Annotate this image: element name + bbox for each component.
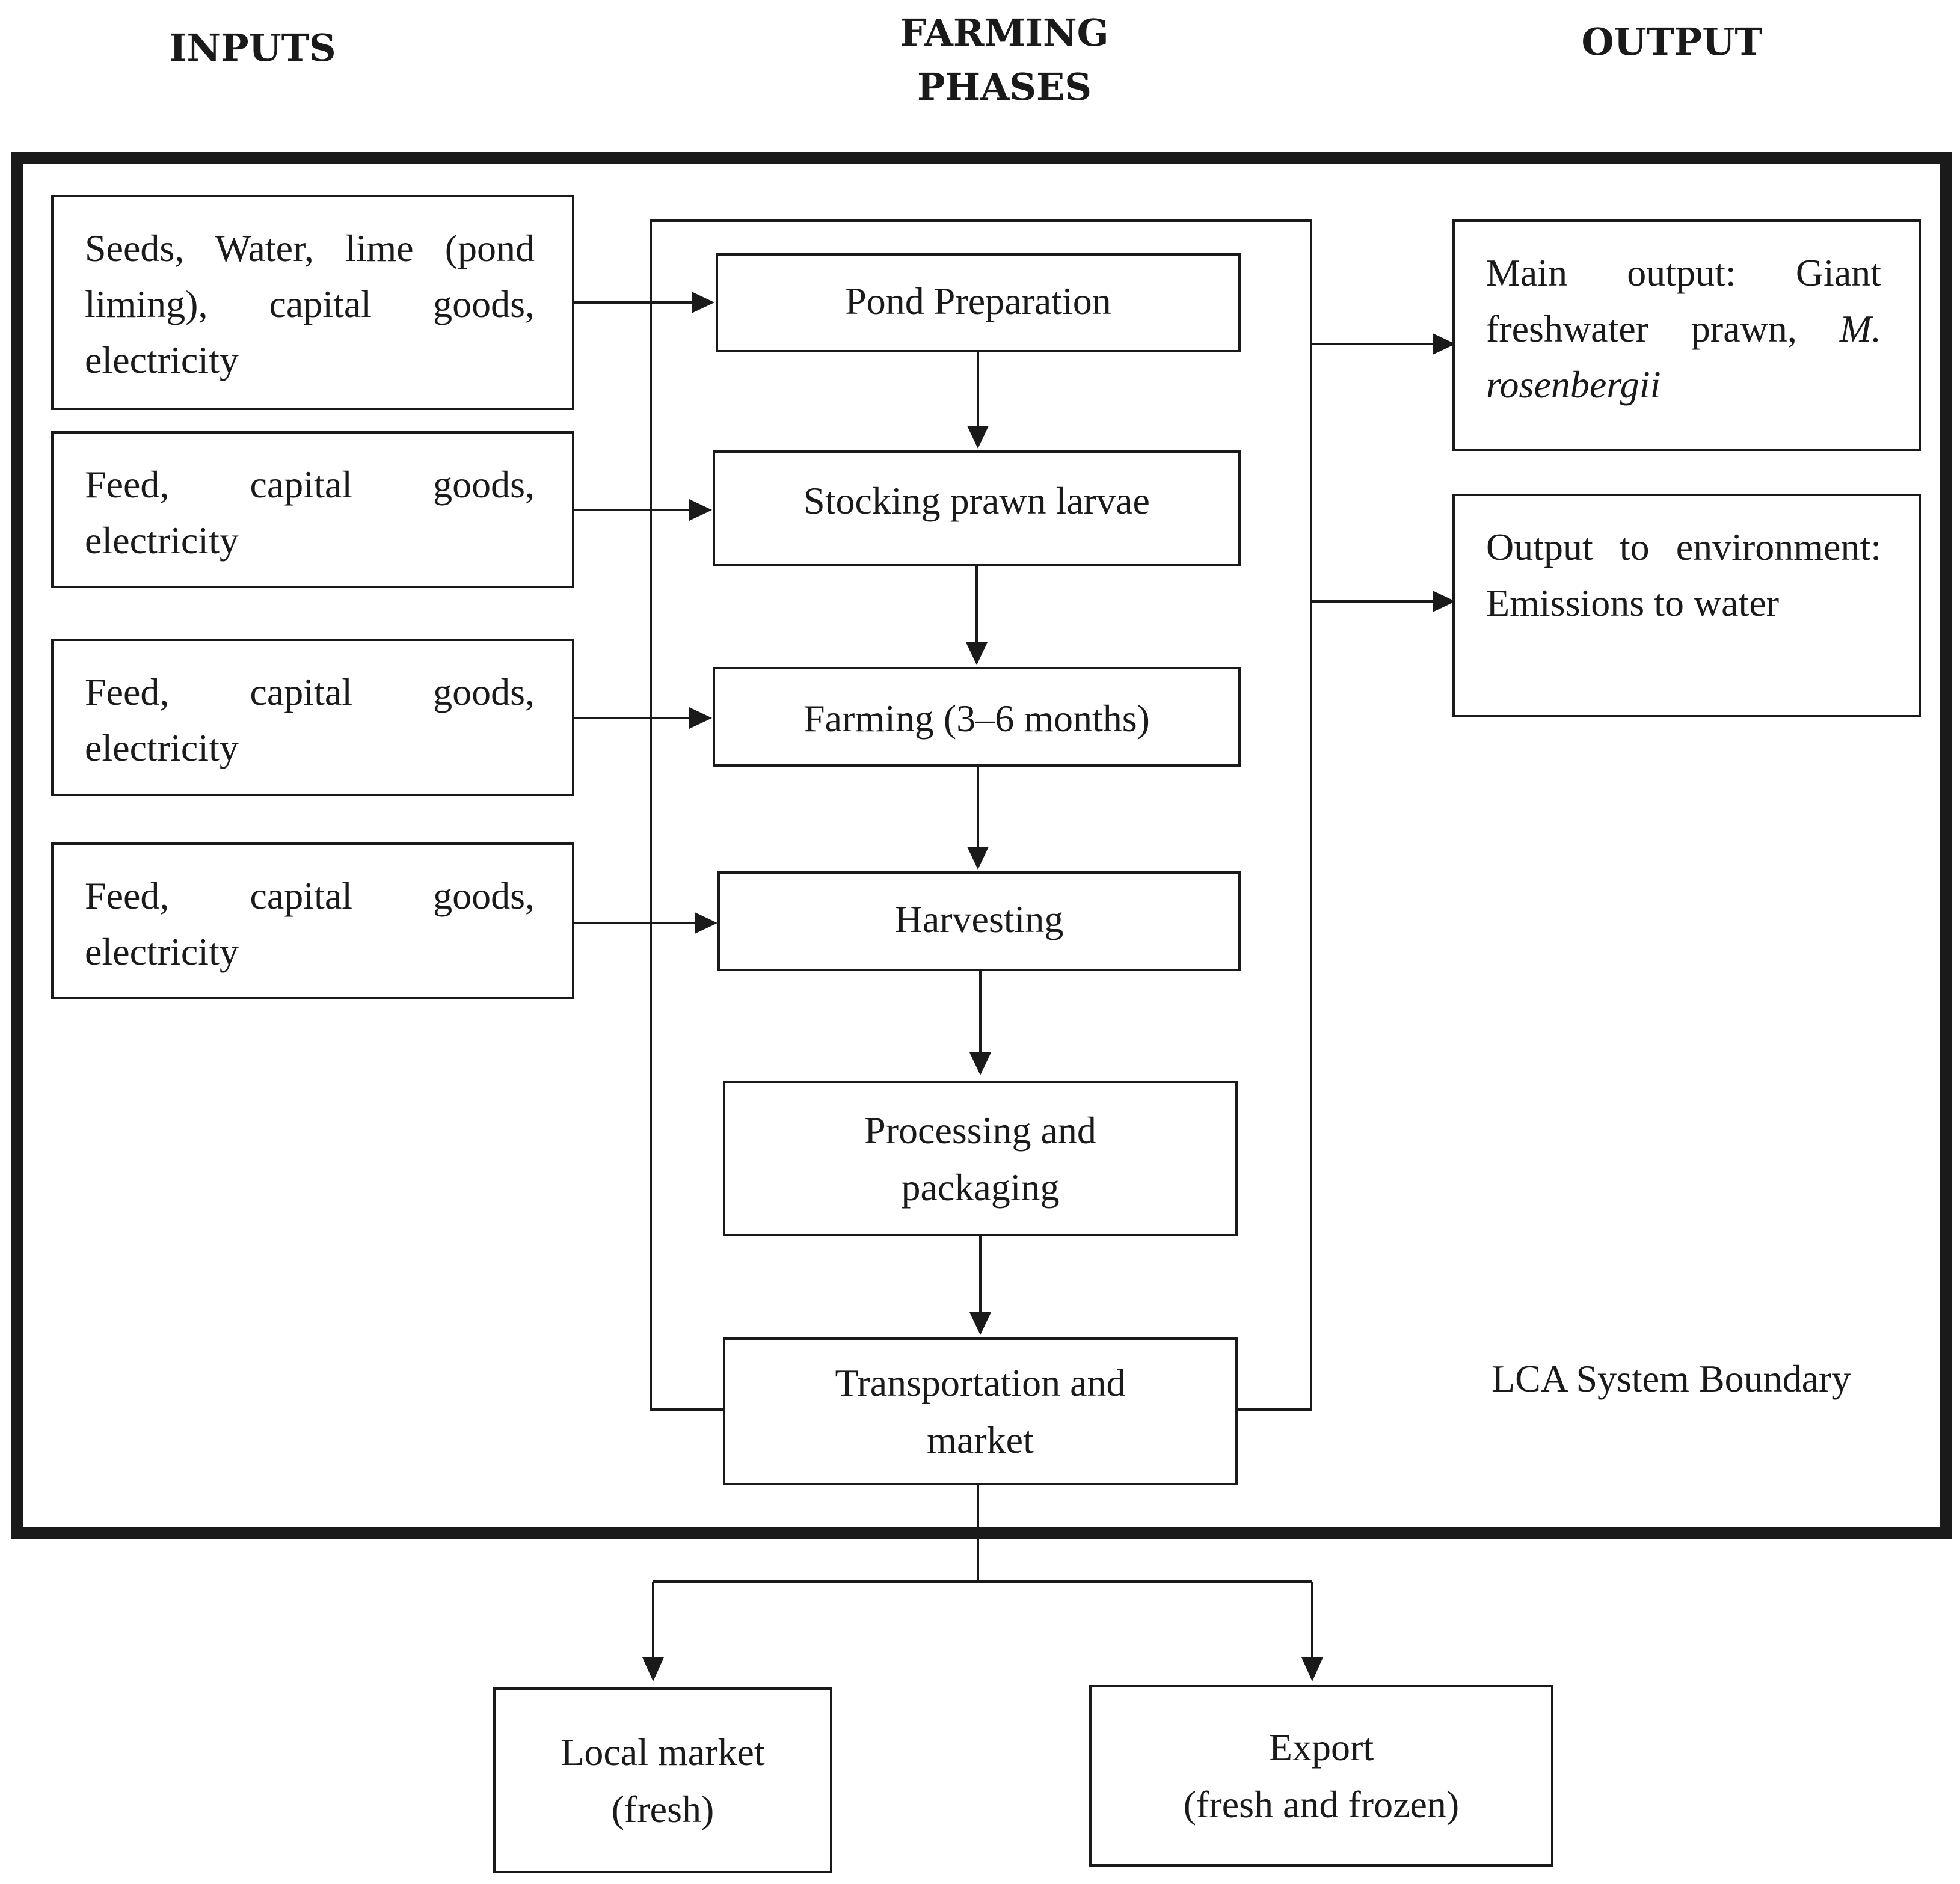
output-box-environment: Output to environment: Emissions to wate… (1452, 494, 1921, 717)
arrowhead (695, 912, 717, 934)
input-box-harvesting: Feed, capital goods, electricity (51, 842, 574, 999)
header-farming-phases-line-2: PHASES (917, 65, 1092, 109)
lca-boundary-label: LCA System Boundary (1492, 1357, 1851, 1400)
header-output: OUTPUT (1581, 20, 1763, 64)
phase-harvesting: Harvesting (717, 871, 1241, 971)
arrowhead (967, 847, 989, 870)
arrowhead (1301, 1657, 1323, 1681)
header-farming-phases: FARMING PHASES (848, 6, 1161, 114)
header-inputs: INPUTS (169, 26, 336, 70)
phase-transportation-label: Transportation and market (835, 1361, 1126, 1461)
arrowhead (642, 1657, 664, 1681)
phase-farming: Farming (3–6 months) (713, 667, 1241, 767)
market-export: Export (fresh and frozen) (1089, 1685, 1553, 1867)
arrowhead (1433, 333, 1455, 355)
phase-harvesting-label: Harvesting (894, 898, 1064, 940)
market-local-line-2: (fresh) (611, 1787, 714, 1830)
arrowhead (692, 292, 714, 313)
arrowhead (689, 499, 712, 521)
market-split-connector (653, 1485, 1312, 1583)
phase-transportation-and-market: Transportation and market (723, 1337, 1238, 1485)
phase-pond-preparation: Pond Preparation (716, 253, 1241, 352)
arrowhead (969, 1312, 991, 1335)
arrowhead (966, 642, 988, 665)
output-main-species: M. rosenbergii (1486, 307, 1881, 406)
arrowhead (969, 1052, 991, 1075)
market-export-line-2: (fresh and frozen) (1183, 1783, 1460, 1826)
input-box-farming: Feed, capital goods, electricity (51, 639, 574, 796)
lca-system-boundary (11, 152, 1952, 1539)
input-box-pond-preparation: Seeds, Water, lime (pond liming), capita… (51, 195, 574, 410)
header-farming-phases-line-1: FARMING (900, 11, 1109, 55)
market-local-line-1: Local market (561, 1730, 765, 1773)
market-export-line-1: Export (1268, 1726, 1374, 1769)
arrowhead (967, 426, 989, 449)
phase-stocking-label: Stocking prawn larvae (803, 479, 1150, 522)
output-box-main: Main output: Giant freshwater prawn, M. … (1452, 219, 1921, 451)
arrowhead (689, 707, 712, 729)
market-local: Local market (fresh) (493, 1687, 832, 1873)
phases-frame (650, 219, 1312, 1411)
phase-stocking-prawn-larvae: Stocking prawn larvae (713, 450, 1241, 566)
phase-processing-label: Processing and packaging (864, 1108, 1096, 1209)
input-box-stocking: Feed, capital goods, electricity (51, 431, 574, 588)
phase-pond-preparation-label: Pond Preparation (845, 280, 1111, 322)
output-main-text: Main output: Giant freshwater prawn, (1486, 251, 1881, 350)
phase-farming-label: Farming (3–6 months) (803, 697, 1150, 740)
arrowhead (1433, 591, 1455, 612)
phase-processing-and-packaging: Processing and packaging (723, 1081, 1238, 1236)
